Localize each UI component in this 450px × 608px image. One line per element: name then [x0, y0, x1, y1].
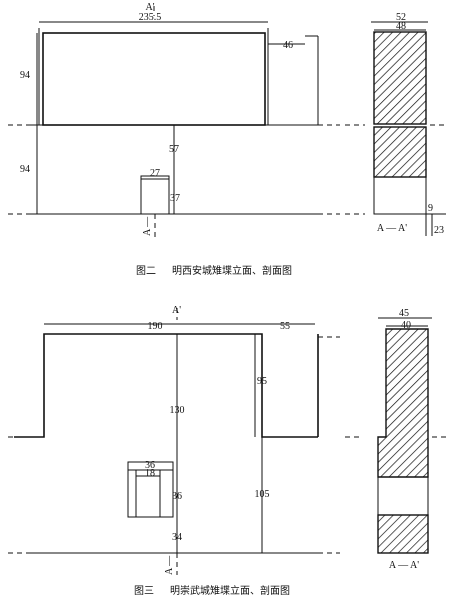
dim3-opening-inner: 18: [145, 468, 155, 479]
section2-label: A — A': [377, 223, 407, 234]
dim3-center-height: 130: [170, 405, 185, 416]
cut-mark-top: A': [145, 2, 154, 13]
figure2-elevation: 235.5 A' 46 94 94 27 57 37 A —: [8, 2, 340, 238]
figure3-elevation: 190 A' 55 95 130 105 36 18 36 34 A —: [8, 305, 340, 575]
figure2-caption-label: 图二: [136, 265, 156, 277]
cut3-mark-top: A': [172, 305, 181, 316]
dim-opening-height: 37: [170, 193, 180, 204]
section3-upper-hatch: [377, 328, 429, 478]
section3-opening: [377, 476, 429, 516]
dim3-top-width: 190: [148, 321, 163, 332]
dim-opening-width: 27: [150, 168, 160, 179]
figure3-caption-label: 图三: [134, 585, 154, 597]
dim3-opening-height: 36: [172, 491, 182, 502]
section3-lower-hatch: [377, 514, 429, 554]
section2-base-step: 9: [428, 203, 433, 214]
opening-outline: [140, 175, 170, 215]
opening3-outline: [127, 461, 174, 518]
merlon-outline: [42, 32, 266, 126]
dim-top-width: 235.5: [139, 12, 162, 23]
cut-mark-bottom: A —: [142, 216, 153, 236]
section2-base-height: 23: [434, 225, 444, 236]
dim-right-offset: 46: [283, 40, 293, 51]
dim3-merlon-height: 95: [257, 376, 267, 387]
cut3-mark-bottom: A —: [164, 555, 175, 575]
dim-to-opening: 57: [169, 144, 179, 155]
dim3-sill-height: 34: [172, 532, 182, 543]
section2-inner: 48: [396, 21, 406, 32]
section2-opening: [373, 176, 427, 215]
dim3-opening-outer: 36: [145, 460, 155, 471]
figure3-caption-title: 明崇武城雉堞立面、剖面图: [170, 584, 290, 597]
section3-inner: 40: [401, 320, 411, 331]
section3-label: A — A': [389, 560, 419, 571]
dim3-lower-height: 105: [255, 489, 270, 500]
figure3-section: 45 40 A — A': [345, 308, 446, 571]
dim-lower-height: 94: [20, 164, 30, 175]
merlon3-outline: [14, 333, 318, 438]
dim3-right-offset: 55: [280, 321, 290, 332]
dim-upper-height: 94: [20, 70, 30, 81]
section2-outer: 52: [396, 12, 406, 23]
section2-lower-hatch: [373, 126, 427, 178]
figure2-section: 52 48 9 23 A — A': [345, 12, 446, 236]
figure2-caption-title: 明西安城雉堞立面、剖面图: [172, 264, 292, 277]
section2-upper-hatch: [373, 31, 427, 125]
section3-outer: 45: [399, 308, 409, 319]
